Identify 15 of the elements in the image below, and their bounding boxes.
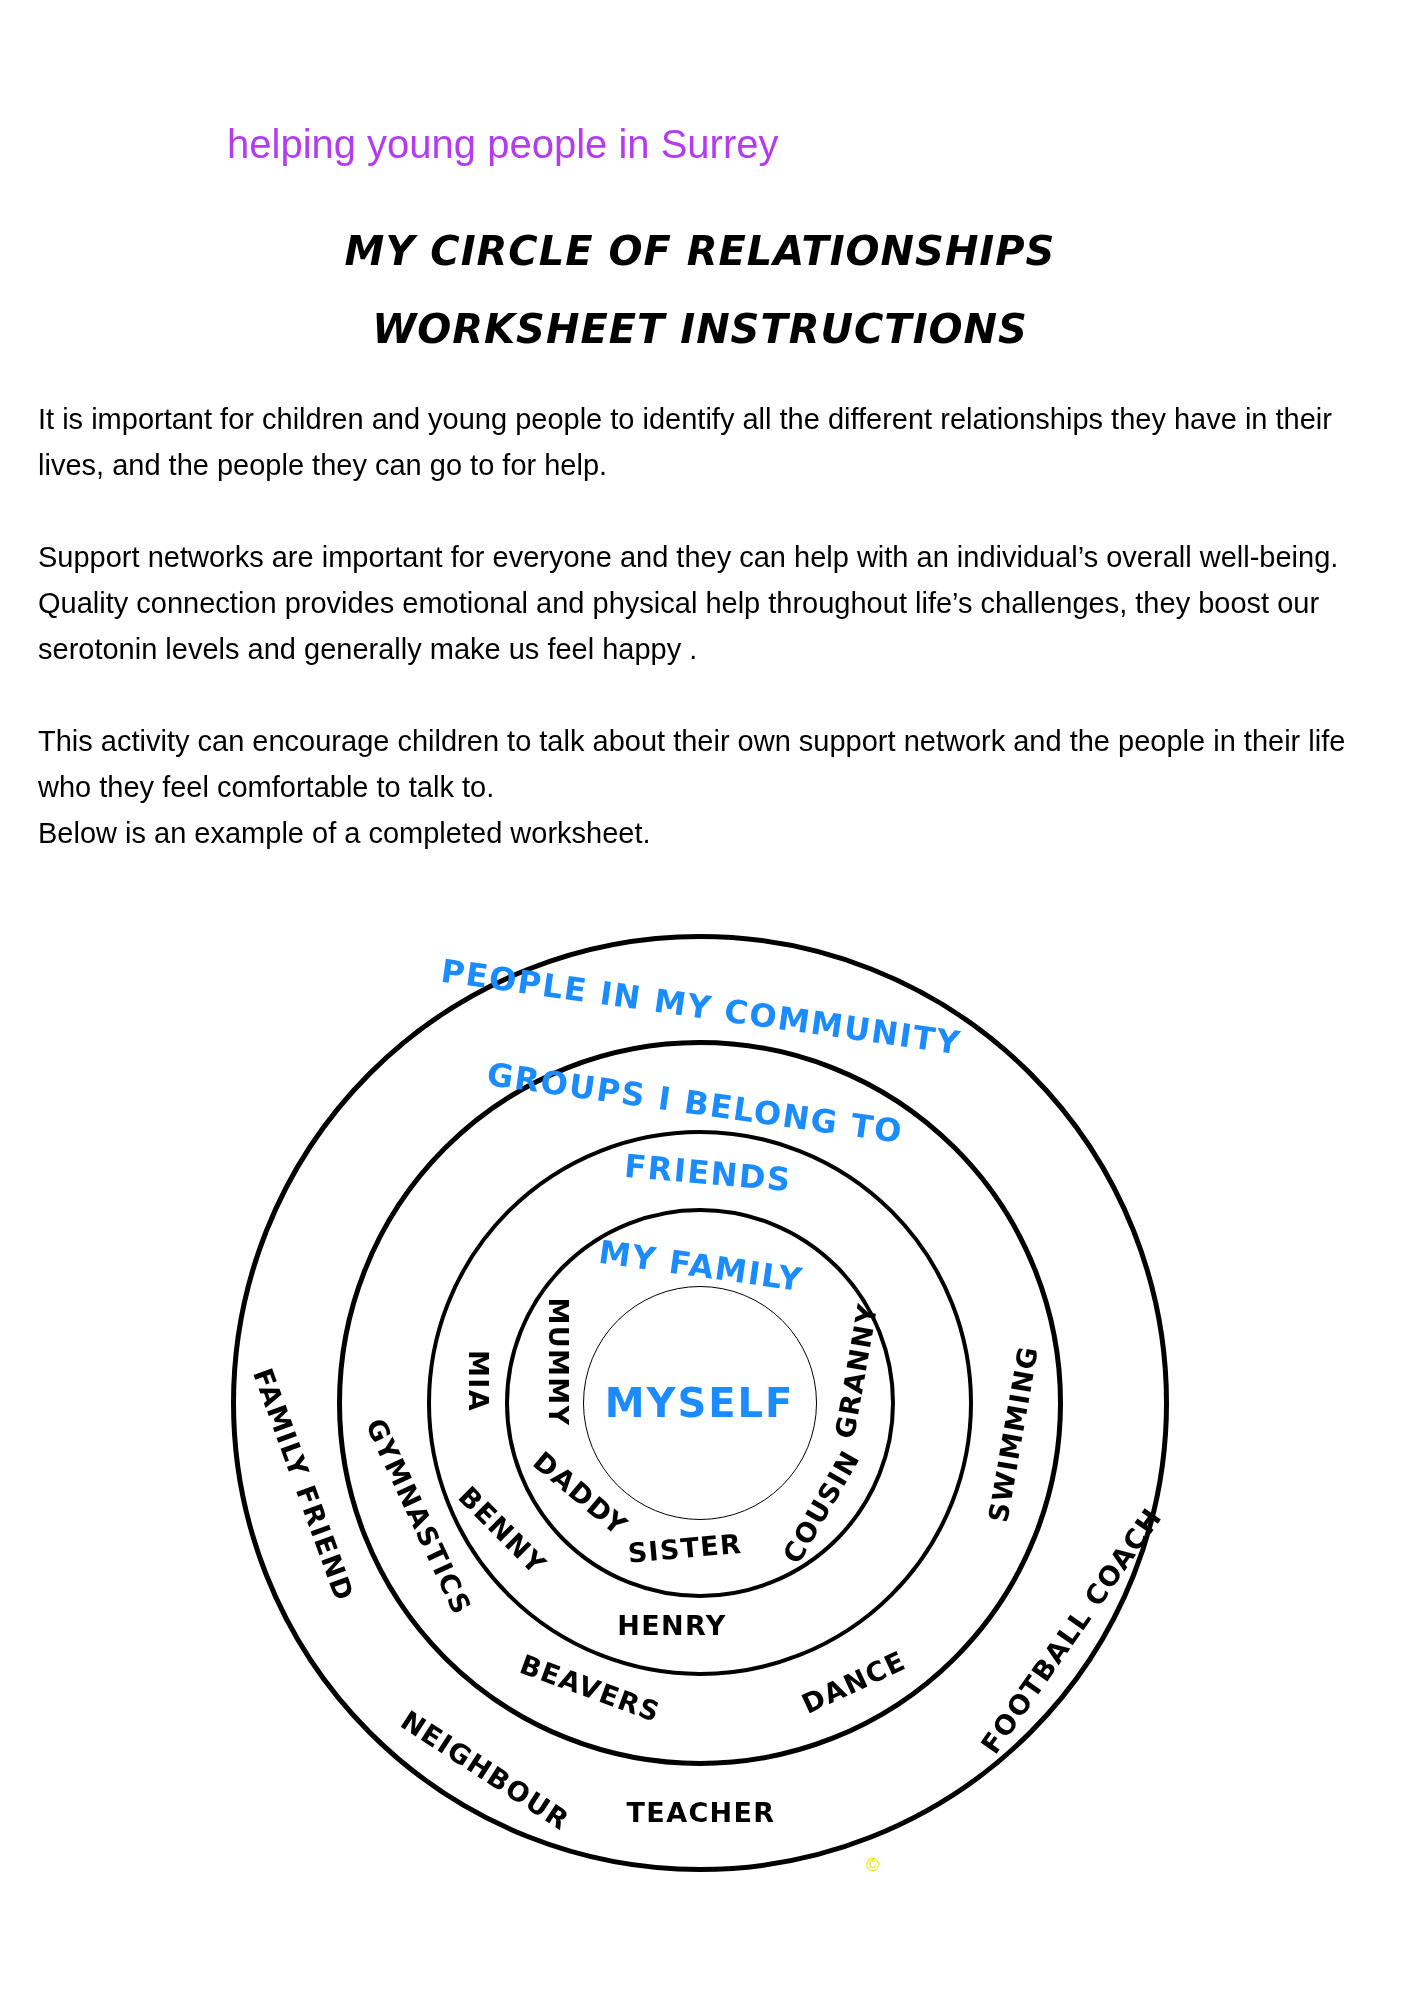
- ring-heading: MY FAMILY: [595, 1231, 807, 1302]
- paragraph: It is important for children and young people to identify all the different relationships they have in their lives, and the people they can go to for help.: [38, 402, 1333, 483]
- person-name: HENRY: [617, 1608, 727, 1643]
- paragraph: This activity can encourage children to talk about their own support network and the people in their life who they feel comfortable to talk to.: [38, 724, 1347, 805]
- tagline: helping young people in Surrey: [227, 121, 779, 168]
- ring-heading: MYSELF: [604, 1378, 795, 1428]
- person-name: SISTER: [626, 1527, 744, 1571]
- person-name: GRANNY: [828, 1300, 885, 1442]
- person-name: TEACHER: [626, 1795, 776, 1830]
- title: MY CIRCLE OF RELATIONSHIPS WORKSHEET INSTRUCTIONS: [343, 227, 1057, 354]
- person-name: MUMMY: [542, 1297, 576, 1427]
- copyright-mark: ©: [866, 1854, 880, 1877]
- person-name: MIA: [462, 1350, 496, 1412]
- paragraph: Below is an example of a completed worksheet.: [38, 816, 652, 851]
- paragraph: Support networks are important for everyone and they can help with an individual’s overall well-being. Quality connection provides emotional and physical help throughout life’s challenges, they boost our serotonin levels and generally make us feel happy .: [38, 540, 1340, 667]
